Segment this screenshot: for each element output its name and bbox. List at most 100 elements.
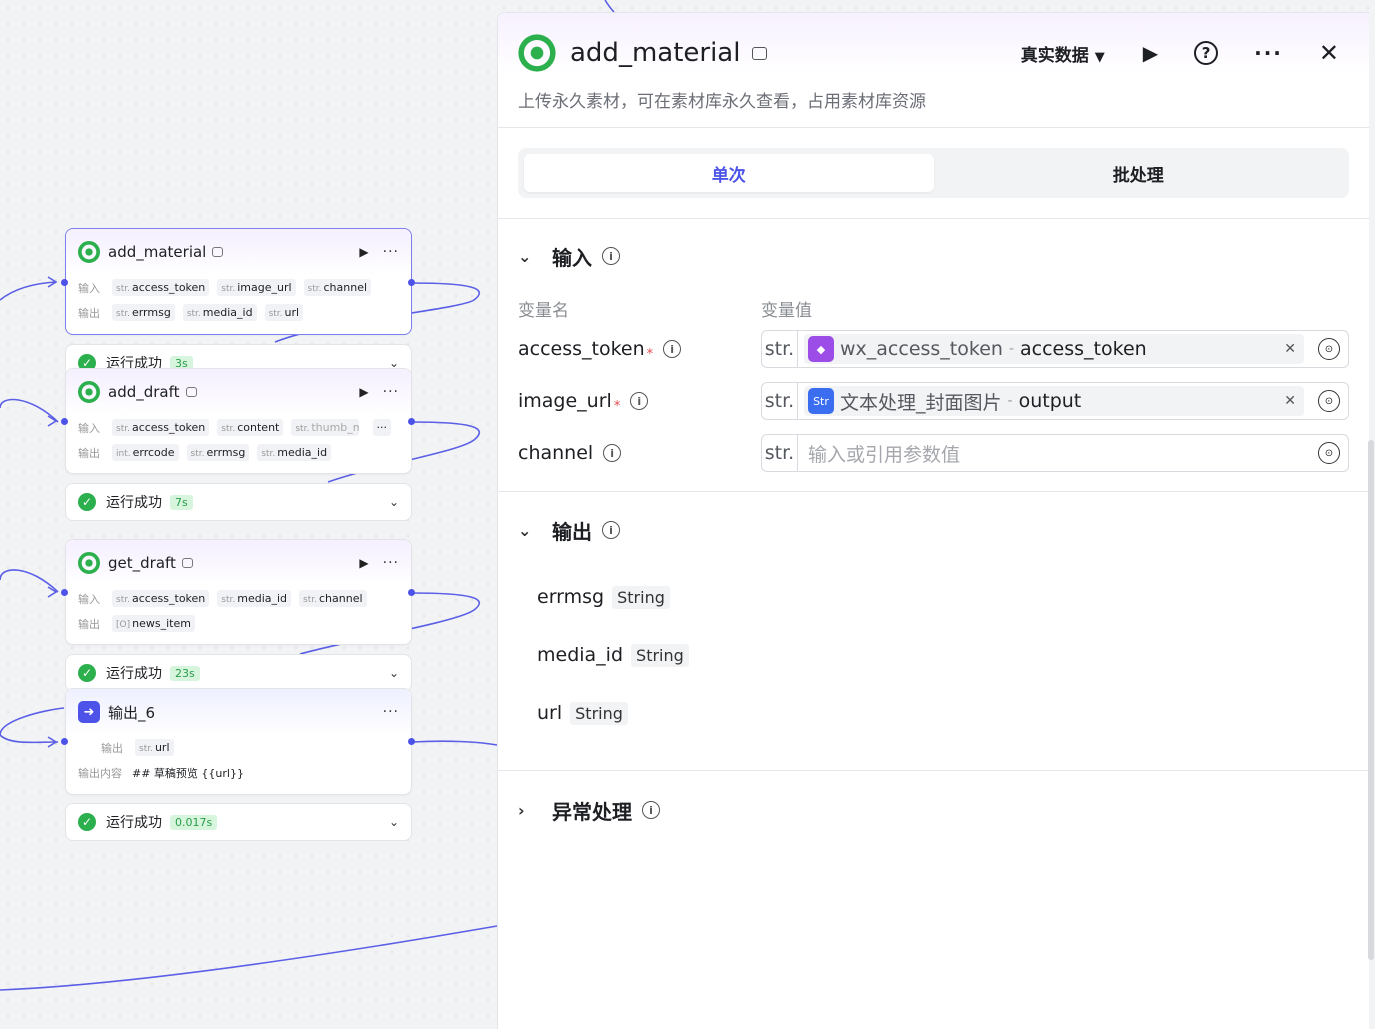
ref-source: wx_access_token [840, 338, 1003, 360]
outputs-label: 输出 [78, 446, 100, 460]
param-value-field[interactable]: str. ◆ wx_access_token - access_token ✕ … [761, 330, 1349, 368]
node-get-draft[interactable]: get_draft ▶ ··· 输入 str.access_token str.… [65, 539, 412, 645]
node-plugin-icon [185, 387, 197, 397]
chevron-down-icon[interactable]: ⌄ [518, 520, 532, 540]
plugin-logo-icon [78, 381, 100, 403]
variable-reference[interactable]: Str 文本处理_封面图片 - output ✕ [804, 386, 1304, 416]
node-plugin-icon [212, 247, 224, 257]
plugin-logo-icon [518, 34, 556, 72]
error-section: › 异常处理 i [498, 771, 1369, 849]
close-icon[interactable]: ✕ [1318, 39, 1339, 67]
run-icon[interactable]: ▶ [1142, 41, 1159, 65]
output-section-title: 输出 [552, 519, 592, 544]
node-more-button[interactable]: ··· [382, 384, 399, 400]
help-icon[interactable]: ? [1194, 41, 1219, 65]
variable-picker-icon[interactable]: ⊙ [1318, 442, 1340, 464]
output-port[interactable] [408, 738, 415, 745]
info-icon[interactable]: i [603, 444, 622, 462]
node-more-button[interactable]: ··· [382, 244, 399, 260]
output-type: String [570, 701, 628, 725]
panel-title: add_material [570, 38, 741, 68]
node-content-row: 输出内容 ## 草稿预览 {{url}} [66, 760, 411, 785]
check-icon: ✓ [78, 664, 96, 682]
time-badge: 0.017s [170, 814, 218, 830]
outputs-label: 输出 [78, 306, 100, 320]
info-icon[interactable]: i [663, 340, 682, 358]
output-port[interactable] [408, 279, 415, 286]
panel-description: 上传永久素材，可在素材库永久查看，占用素材库资源 [518, 92, 926, 112]
node-run-button[interactable]: ▶ [359, 556, 369, 570]
output-port[interactable] [408, 418, 415, 425]
error-section-title: 异常处理 [552, 799, 632, 824]
chevron-down-icon[interactable]: ⌄ [518, 246, 532, 266]
output-port[interactable] [408, 589, 415, 596]
node-run-button[interactable]: ▶ [359, 245, 369, 259]
param-name: channel [518, 442, 594, 464]
info-icon[interactable]: i [642, 801, 660, 819]
param-name: image_url [518, 390, 612, 412]
output-tag: str.url [264, 304, 304, 321]
node-run-button[interactable]: ▶ [359, 385, 369, 399]
panel-header: add_material 真实数据 ▼ ▶ ? ··· ✕ 上传永久素材，可在素… [498, 13, 1369, 128]
info-icon[interactable]: i [602, 521, 620, 539]
node-add-draft[interactable]: add_draft ▶ ··· 输入 str.access_token str.… [65, 368, 412, 474]
input-port[interactable] [61, 589, 68, 596]
node-output-6[interactable]: ➜ 输出_6 ··· 输出 str.url 输出内容 ## 草稿预览 {{url… [65, 688, 412, 795]
edge-bottom [0, 925, 498, 991]
ref-source: 文本处理_封面图片 [840, 391, 1002, 414]
run-status-output-6[interactable]: ✓ 运行成功 0.017s ⌄ [65, 803, 412, 841]
data-source-select[interactable]: 真实数据 ▼ [1020, 45, 1105, 66]
param-value-field[interactable]: str. 输入或引用参数值 ⊙ [761, 434, 1349, 472]
output-tag: str.media_id [257, 444, 332, 461]
run-status-get-draft[interactable]: ✓ 运行成功 23s ⌄ [65, 654, 412, 692]
param-value-field[interactable]: str. Str 文本处理_封面图片 - output ✕ ⊙ [761, 382, 1349, 420]
input-port[interactable] [61, 418, 68, 425]
variable-picker-icon[interactable]: ⊙ [1318, 338, 1340, 360]
plugin-store-icon [752, 46, 768, 60]
more-inputs-button[interactable]: ··· [372, 419, 391, 436]
input-tag: str.content [217, 419, 284, 436]
run-status-add-draft[interactable]: ✓ 运行成功 7s ⌄ [65, 483, 412, 521]
node-inputs-row: 输入 str.access_token str.image_url str.ch… [66, 275, 411, 300]
output-name: errmsg [537, 586, 605, 608]
node-outputs-row: 输出 int.errcode str.errmsg str.media_id [66, 440, 411, 465]
variable-picker-icon[interactable]: ⊙ [1318, 390, 1340, 412]
edge-output6-out [411, 740, 498, 746]
output-node-icon: ➜ [78, 701, 100, 723]
info-icon[interactable]: i [602, 247, 620, 265]
col-variable-name: 变量名 [518, 300, 569, 321]
node-title: 输出_6 [108, 703, 156, 722]
variable-reference[interactable]: ◆ wx_access_token - access_token ✕ [804, 334, 1304, 364]
output-tag: str.errmsg [112, 304, 175, 321]
input-row-image-url: image_url*i str. Str 文本处理_封面图片 - output … [518, 375, 1349, 427]
more-icon[interactable]: ··· [1254, 41, 1283, 65]
node-more-button[interactable]: ··· [382, 704, 399, 720]
chevron-down-icon[interactable]: ⌄ [388, 666, 399, 680]
node-title: get_draft [108, 554, 176, 572]
tab-single[interactable]: 单次 [524, 154, 934, 192]
node-inputs-row: 输入 str.access_token str.content str.thum… [66, 415, 411, 440]
input-row-channel: channel i str. 输入或引用参数值 ⊙ [518, 427, 1349, 479]
input-port[interactable] [61, 738, 68, 745]
param-input[interactable]: 输入或引用参数值 [808, 443, 961, 466]
input-row-access-token: access_token*i str. ◆ wx_access_token - … [518, 323, 1349, 375]
chevron-down-icon[interactable]: ⌄ [388, 495, 399, 509]
input-port[interactable] [61, 279, 68, 286]
clear-icon[interactable]: ✕ [1284, 341, 1296, 357]
node-more-button[interactable]: ··· [382, 555, 399, 571]
chevron-right-icon[interactable]: › [518, 800, 525, 820]
node-add-material[interactable]: add_material ▶ ··· 输入 str.access_token s… [65, 228, 412, 335]
info-icon[interactable]: i [630, 392, 649, 410]
panel-scrollbar[interactable] [1368, 440, 1374, 960]
chevron-down-icon[interactable]: ⌄ [388, 815, 399, 829]
input-tag: str.channel [303, 279, 372, 296]
edge-into-add-material [0, 281, 57, 301]
plugin-logo-icon [78, 552, 100, 574]
clear-icon[interactable]: ✕ [1284, 393, 1296, 409]
chevron-down-icon[interactable]: ⌄ [388, 356, 399, 370]
tab-batch[interactable]: 批处理 [1112, 165, 1164, 186]
text-process-icon: Str [808, 388, 834, 414]
output-type: String [612, 585, 670, 609]
